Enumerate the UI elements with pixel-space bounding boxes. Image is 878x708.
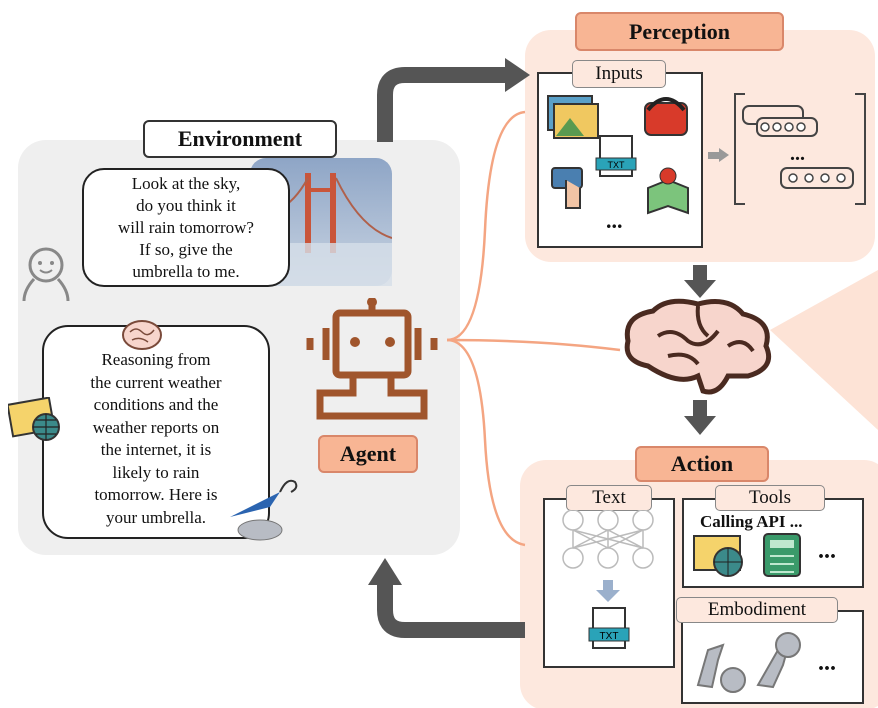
txt-icon-text: TXT [600, 631, 619, 642]
neural-net-to-txt-icon: TXT [562, 510, 654, 649]
umbrella-robot-icon [230, 479, 298, 541]
arrowhead-bottom [368, 558, 402, 585]
connector-action [446, 338, 526, 547]
tools-more: ... [818, 538, 836, 564]
user-icon [22, 247, 70, 302]
arrow-down-2-shaft [693, 400, 707, 418]
inputs-arrow-shaft [708, 152, 720, 159]
user-speech-bubble: Look at the sky, do you think it will ra… [82, 168, 290, 287]
connector-perception [446, 110, 526, 342]
token-embeddings [734, 93, 866, 205]
robot-agent-icon [306, 298, 438, 420]
input-modalities-icons: TXT [547, 95, 689, 215]
web-api-icon [693, 535, 743, 577]
environment-title: Environment [143, 120, 337, 158]
connector-brain [446, 338, 621, 352]
loop-arrow-bottom [377, 585, 525, 638]
arrow-down-2-head [684, 416, 716, 435]
svg-text:TXT: TXT [608, 160, 626, 170]
small-brain-icon [122, 320, 162, 350]
map-icon [647, 167, 689, 215]
tokens-more: ... [790, 143, 805, 165]
brain-beam [770, 270, 878, 430]
inputs-more: ... [606, 208, 623, 233]
robot-arm-icons [696, 632, 801, 693]
tools-label: Tools [715, 485, 825, 511]
image-icon [547, 95, 599, 139]
arrowhead-top [505, 58, 530, 92]
arrow-down-1-head [684, 280, 716, 298]
tools-caption: Calling API ... [700, 512, 803, 531]
agent-speech-bubble: Reasoning from the current weather condi… [42, 325, 270, 539]
tool-icons [693, 533, 801, 577]
embodiment-label: Embodiment [676, 597, 838, 623]
audio-icon [644, 97, 688, 136]
loop-arrow-top [377, 67, 505, 142]
arrow-down-1-shaft [693, 265, 707, 281]
action-title: Action [635, 446, 769, 482]
perception-title: Perception [575, 12, 784, 51]
inputs-arrow-head [719, 148, 729, 162]
touch-icon [551, 167, 583, 209]
web-browser-icon [8, 397, 60, 441]
brain-icon [624, 298, 772, 395]
calculator-icon [763, 533, 801, 577]
agent-label: Agent [318, 435, 418, 473]
txt-file-icon: TXT [595, 135, 637, 177]
inputs-label: Inputs [572, 60, 666, 88]
text-label: Text [566, 485, 652, 511]
embodiment-more: ... [818, 650, 836, 676]
